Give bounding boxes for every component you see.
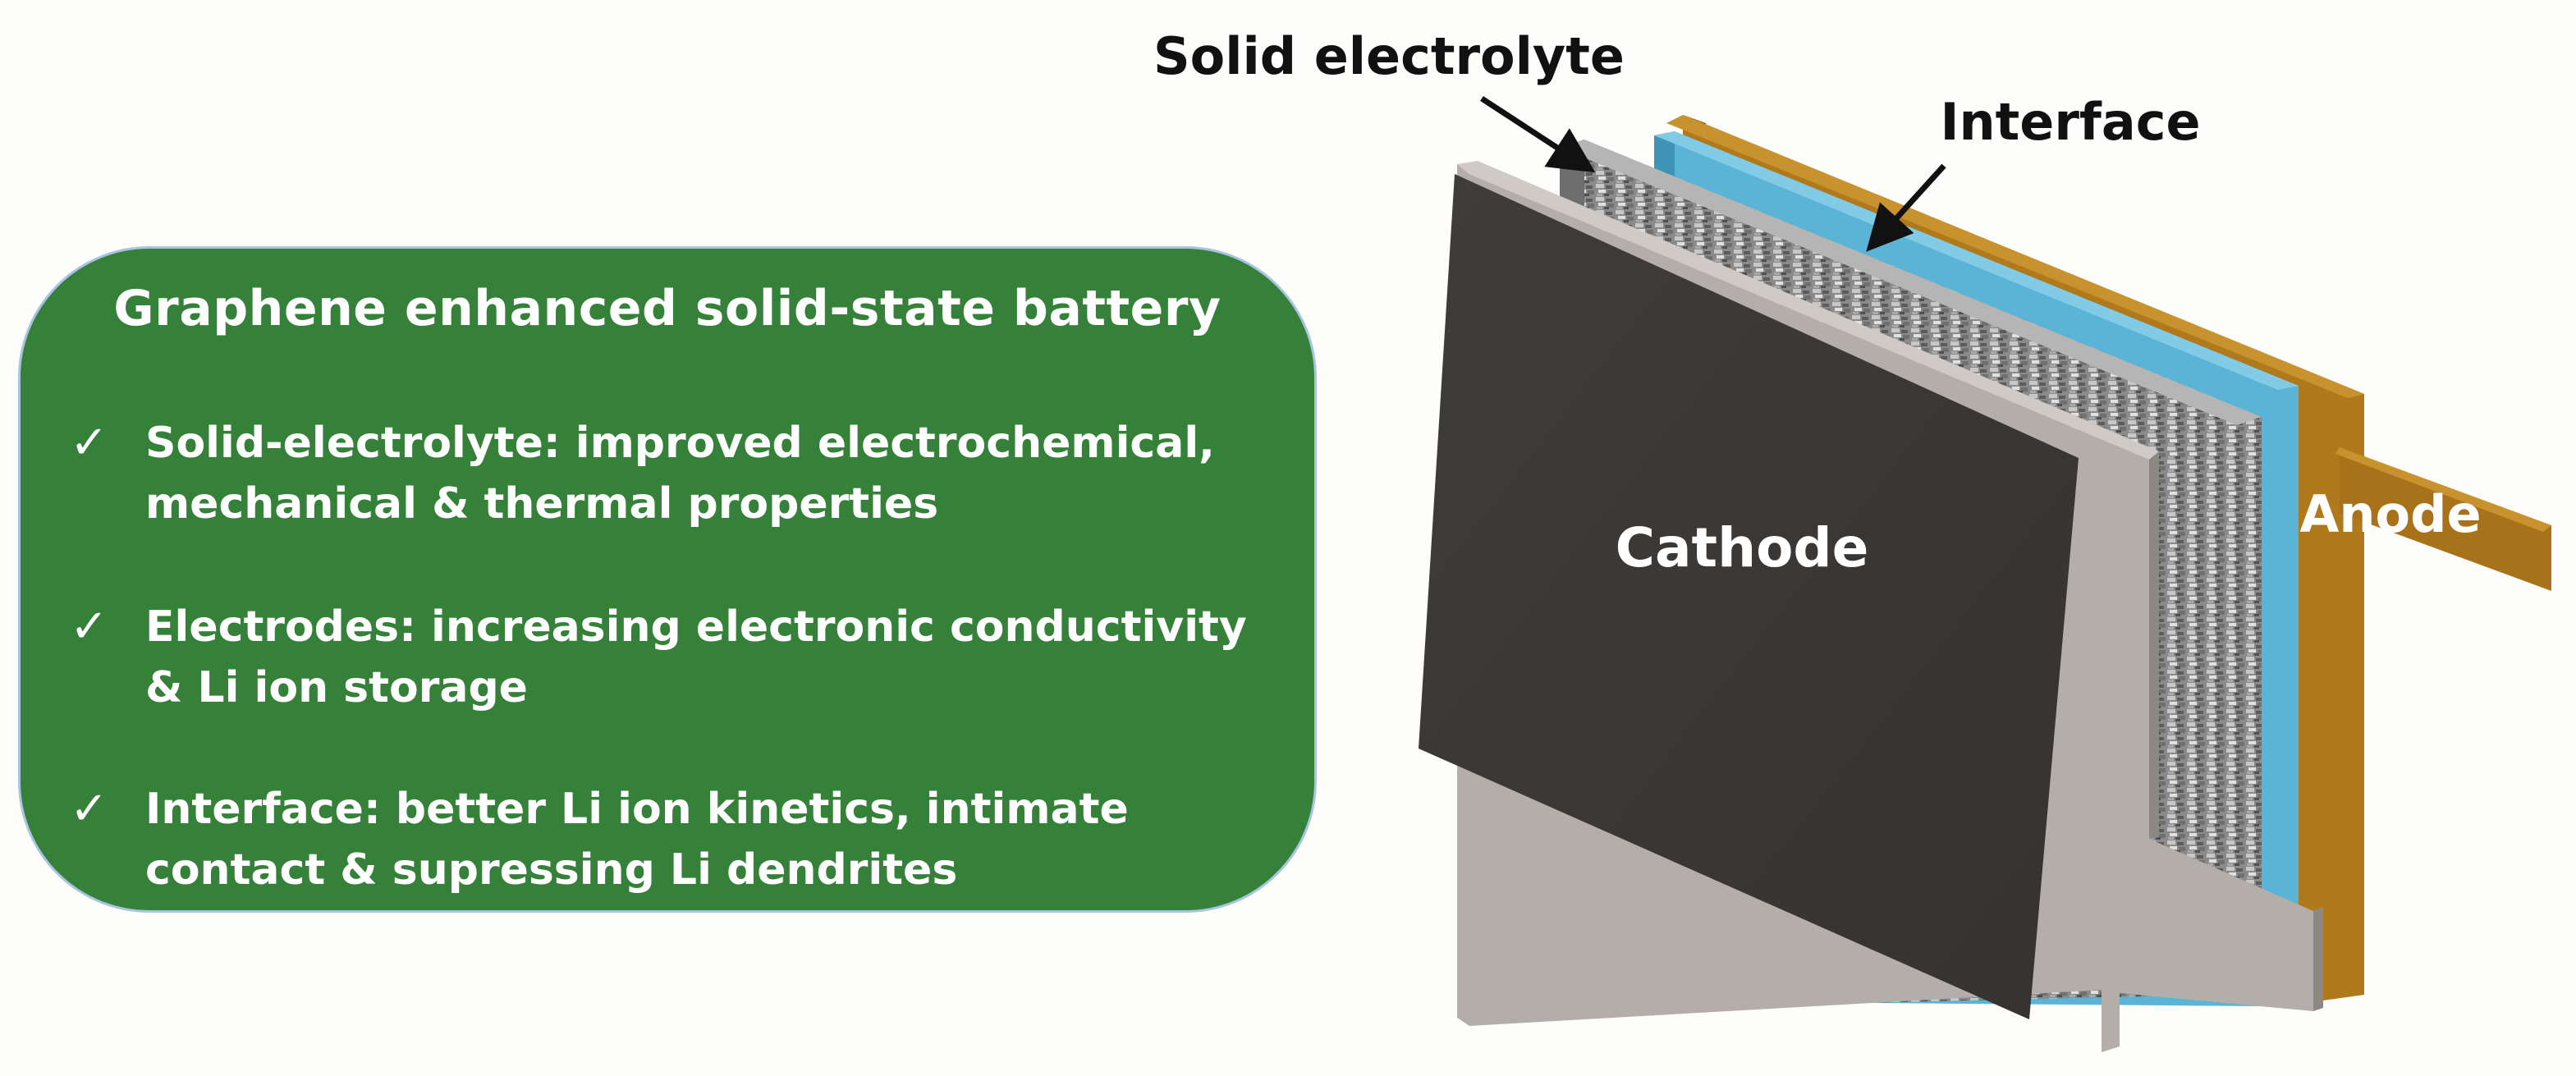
feature-text: Electrodes: increasing electronic conduc… xyxy=(145,602,1247,712)
feature-text: Interface: better Li ion kinetics, intim… xyxy=(145,785,1129,895)
checkmark-icon: ✓ xyxy=(70,416,108,469)
feature-text: Solid-electrolyte: improved electrochemi… xyxy=(145,419,1215,529)
anode-label: Anode xyxy=(2299,484,2481,544)
checkmark-icon: ✓ xyxy=(70,600,108,653)
interface-arrow xyxy=(1866,163,1946,252)
checkmark-icon: ✓ xyxy=(70,782,108,836)
feature-item-electrodes: ✓ Electrodes: increasing electronic cond… xyxy=(53,597,1290,718)
cathode-face xyxy=(1419,174,2079,1019)
info-panel: Graphene enhanced solid-state battery ✓ … xyxy=(18,246,1317,913)
interface-label: Interface xyxy=(1940,92,2200,152)
feature-item-interface: ✓ Interface: better Li ion kinetics, int… xyxy=(53,779,1290,900)
cathode-label: Cathode xyxy=(1616,516,1869,579)
panel-title: Graphene enhanced solid-state battery xyxy=(113,280,1222,337)
feature-item-solid-electrolyte: ✓ Solid-electrolyte: improved electroche… xyxy=(53,413,1290,534)
solid-electrolyte-arrow xyxy=(1480,96,1596,173)
solid-electrolyte-label: Solid electrolyte xyxy=(1153,26,1625,86)
